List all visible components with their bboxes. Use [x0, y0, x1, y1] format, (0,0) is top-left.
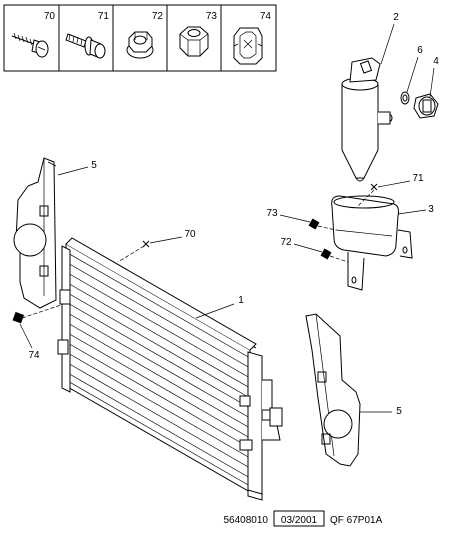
drawing-footer: 56408010 03/2001 QF 67P01A	[224, 510, 383, 527]
callout-74: 74	[28, 350, 40, 361]
callout-5-left: 5	[91, 160, 97, 171]
callout-73: 73	[266, 208, 278, 219]
drawing-reference: QF 67P01A	[330, 515, 383, 526]
clip-74	[12, 311, 25, 324]
legend-cell-71: 71	[65, 11, 110, 59]
callout-6: 6	[417, 45, 423, 56]
pressure-switch	[413, 93, 439, 119]
nut-72	[320, 248, 332, 260]
self-tapping-screw-icon	[11, 32, 49, 58]
callout-2: 2	[393, 12, 399, 23]
screw-71	[370, 183, 378, 191]
callout-3: 3	[428, 204, 434, 215]
legend-ref-72: 72	[152, 11, 164, 22]
legend-cell-74: 74	[233, 11, 272, 65]
drawing-date: 03/2001	[281, 515, 318, 526]
legend-ref-71: 71	[98, 11, 110, 22]
deflector-right	[305, 313, 361, 467]
seal-ring	[400, 91, 410, 105]
condenser-core	[57, 237, 283, 501]
callout-5-right: 5	[396, 406, 402, 417]
drawing-number: 56408010	[224, 515, 269, 526]
hex-nut-icon	[179, 26, 209, 57]
legend-cell-70: 70	[11, 11, 56, 58]
callout-1: 1	[238, 295, 244, 306]
spring-clip-icon	[233, 27, 263, 65]
legend-cell-72: 72	[126, 11, 164, 59]
flanged-bolt-icon	[65, 33, 106, 59]
clamp-bracket	[331, 195, 413, 291]
fastener-legend-table: 70 71 72	[3, 4, 277, 72]
legend-cell-73: 73	[179, 11, 218, 57]
callout-70: 70	[184, 229, 196, 240]
flange-nut-icon	[126, 31, 154, 59]
deflector-left	[13, 157, 57, 309]
nut-73	[308, 218, 320, 230]
callout-72: 72	[280, 237, 292, 248]
legend-ref-73: 73	[206, 11, 218, 22]
callout-71: 71	[412, 173, 424, 184]
legend-ref-74: 74	[260, 11, 272, 22]
receiver-drier-bottle	[341, 57, 393, 182]
legend-ref-70: 70	[44, 11, 56, 22]
callout-4: 4	[433, 56, 439, 67]
